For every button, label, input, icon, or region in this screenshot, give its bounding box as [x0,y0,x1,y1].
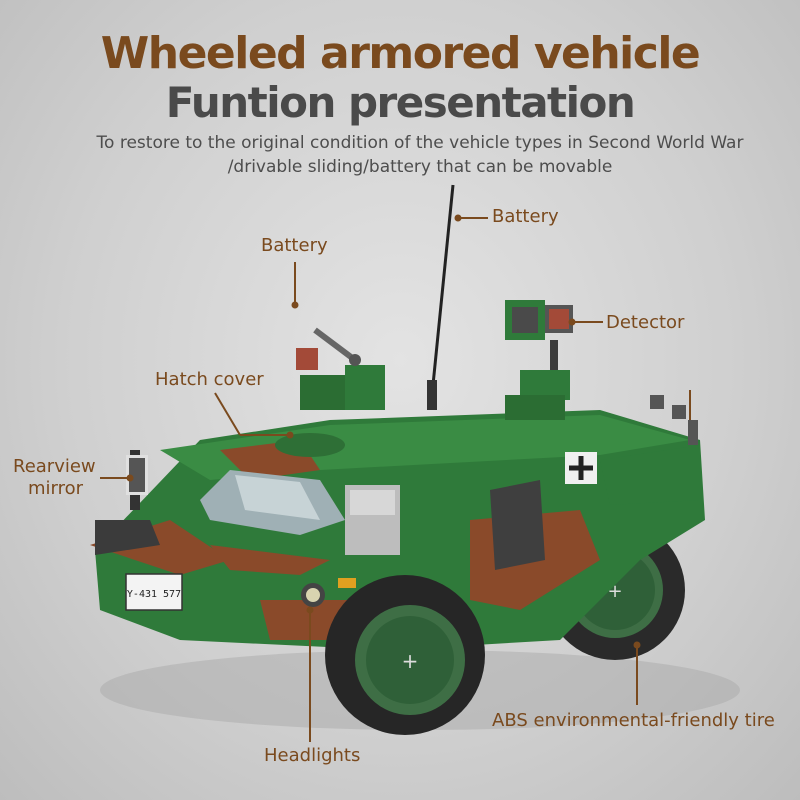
subtitle-line2: /drivable sliding/battery that can be mo… [227,157,613,177]
callout-rearview-mirror-line1: Rearview [13,456,96,477]
title-line2: Funtion presentation [165,78,636,127]
callout-rearview-mirror-line2: mirror [28,478,84,499]
license-plate: Y-431 577 [127,589,181,600]
callout-tire: ABS environmental-friendly tire [492,710,775,731]
title-line1: Wheeled armored vehicle [100,28,701,79]
callout-detector: Detector [606,312,685,333]
front-tire: + [325,575,485,735]
rearview-mirror [126,450,148,510]
callout-battery-gun: Battery [261,235,328,256]
callout-headlights: Headlights [264,745,361,766]
detector-mast [505,300,573,420]
subtitle-line1: To restore to the original condition of … [96,133,744,153]
gun-turret [296,327,385,410]
svg-text:+: + [402,649,419,673]
callout-hatch-cover: Hatch cover [155,369,264,390]
callout-battery-antenna: Battery [492,206,559,227]
